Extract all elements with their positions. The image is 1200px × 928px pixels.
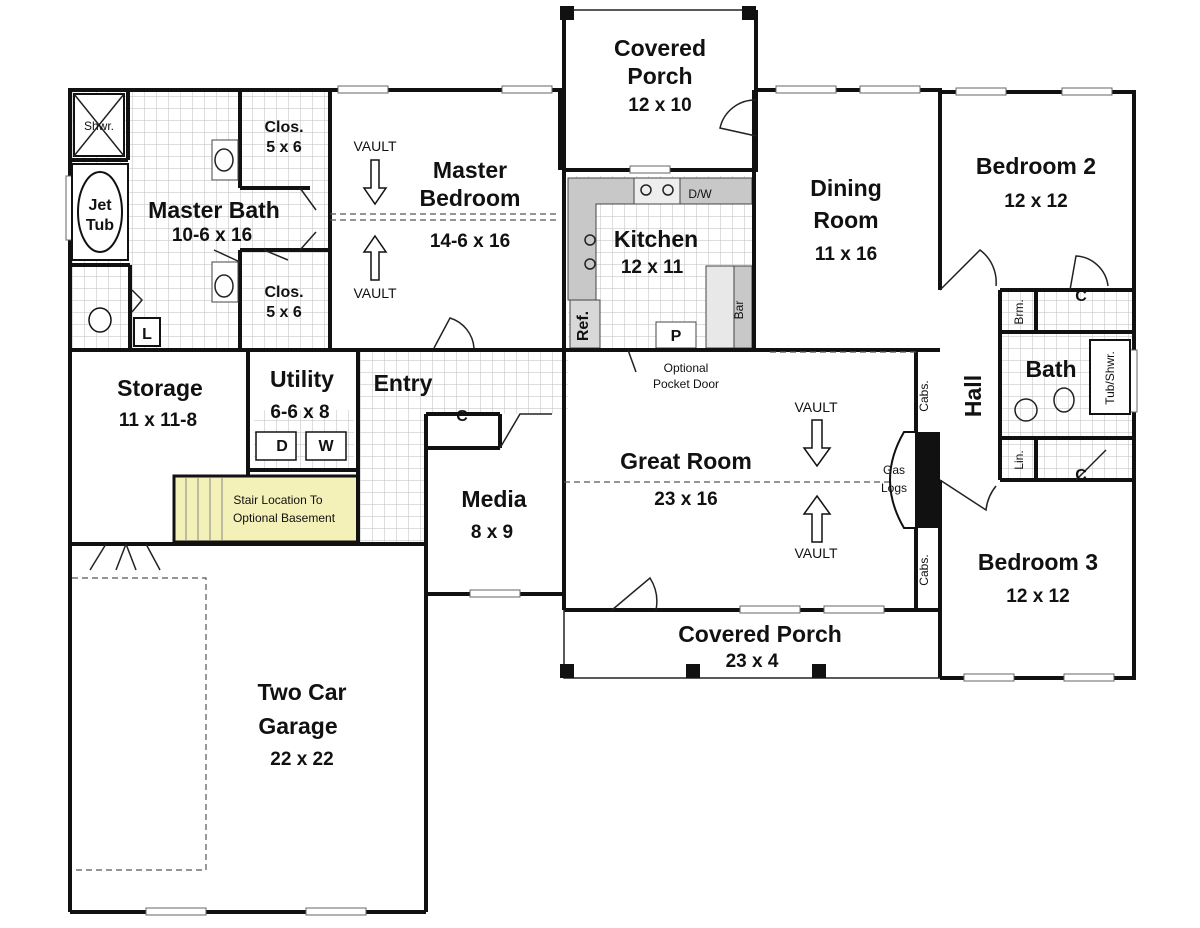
great-room-title: Great Room bbox=[620, 448, 752, 474]
gas-logs-label-1: Gas bbox=[883, 463, 905, 477]
dryer-label: D bbox=[276, 438, 288, 455]
closet-c-entry: C bbox=[456, 408, 468, 425]
entry-title: Entry bbox=[374, 370, 433, 396]
tile-floors bbox=[70, 92, 1132, 544]
master-bath-dims: 10-6 x 16 bbox=[172, 225, 252, 246]
closet-c-b2: C bbox=[1075, 288, 1087, 305]
closet-lower-title: Clos. bbox=[264, 284, 303, 301]
dw-label: D/W bbox=[688, 187, 712, 201]
pocket-door-label-1: Optional bbox=[664, 361, 709, 375]
pantry-label: P bbox=[671, 328, 682, 345]
porch-top-title-1: Covered bbox=[614, 35, 706, 61]
pocket-door-leader bbox=[627, 349, 637, 373]
bath-title: Bath bbox=[1025, 356, 1076, 382]
porch-posts bbox=[560, 6, 826, 678]
media-title: Media bbox=[461, 486, 526, 512]
master-bedroom-title-2: Bedroom bbox=[420, 185, 521, 211]
porch-bottom-dims: 23 x 4 bbox=[726, 651, 779, 672]
storage-dims: 11 x 11-8 bbox=[119, 410, 197, 431]
bar-label: Bar bbox=[732, 301, 746, 320]
ref-label: Ref. bbox=[575, 311, 592, 341]
brm-label: Brm. bbox=[1012, 299, 1026, 324]
kitchen-dims: 12 x 11 bbox=[621, 257, 684, 278]
porch-top-dims: 12 x 10 bbox=[628, 95, 691, 116]
stair-label-1: Stair Location To bbox=[233, 493, 322, 507]
bedroom3-title: Bedroom 3 bbox=[978, 549, 1098, 575]
closet-upper-title: Clos. bbox=[264, 119, 303, 136]
pocket-door-label-2: Pocket Door bbox=[653, 377, 719, 391]
jet-tub-label-2: Tub bbox=[86, 217, 114, 234]
dining-title-1: Dining bbox=[810, 175, 882, 201]
closet-upper-dims: 5 x 6 bbox=[266, 139, 302, 156]
dining-dims: 11 x 16 bbox=[815, 244, 877, 265]
garage-title-1: Two Car bbox=[257, 679, 346, 705]
fireplace bbox=[889, 431, 940, 529]
media-dims: 8 x 9 bbox=[471, 522, 513, 543]
linen-l-label: L bbox=[142, 326, 152, 343]
great-room-dims: 23 x 16 bbox=[654, 489, 717, 510]
utility-dims: 6-6 x 8 bbox=[270, 402, 329, 423]
master-bedroom-dims: 14-6 x 16 bbox=[430, 231, 510, 252]
stair-label-2: Optional Basement bbox=[233, 511, 336, 525]
porch-top-title-2: Porch bbox=[627, 63, 692, 89]
garage-door-outline bbox=[72, 577, 207, 871]
dining-title-2: Room bbox=[813, 207, 878, 233]
utility-title: Utility bbox=[270, 366, 334, 392]
cabs-upper-label: Cabs. bbox=[917, 380, 931, 411]
master-bedroom-title-1: Master bbox=[433, 157, 507, 183]
kitchen-title: Kitchen bbox=[614, 226, 698, 252]
vault-label-master-bottom: VAULT bbox=[353, 285, 396, 301]
stair-treads bbox=[185, 478, 223, 540]
vault-arrows bbox=[362, 159, 832, 543]
gas-logs-label-2: Logs bbox=[881, 481, 907, 495]
tub-shwr-label: Tub/Shwr. bbox=[1103, 351, 1117, 405]
bedroom2-dims: 12 x 12 bbox=[1004, 191, 1067, 212]
vault-label-great-bottom: VAULT bbox=[794, 545, 837, 561]
master-bath-title: Master Bath bbox=[148, 197, 280, 223]
garage-dims: 22 x 22 bbox=[270, 749, 333, 770]
cabs-lower-label: Cabs. bbox=[917, 554, 931, 585]
lin-label: Lin. bbox=[1012, 450, 1026, 469]
jet-tub-label-1: Jet bbox=[88, 197, 112, 214]
bedroom2-title: Bedroom 2 bbox=[976, 153, 1096, 179]
storage-title: Storage bbox=[117, 375, 203, 401]
hall-label: Hall bbox=[960, 375, 986, 417]
bath-fixtures bbox=[71, 93, 1131, 461]
shower-label: Shwr. bbox=[84, 119, 114, 133]
door-swings bbox=[89, 99, 1109, 611]
stair-location bbox=[172, 474, 360, 544]
washer-label: W bbox=[318, 438, 334, 455]
vault-label-master-top: VAULT bbox=[353, 138, 396, 154]
closet-lower-dims: 5 x 6 bbox=[266, 304, 302, 321]
closet-c-b3: C bbox=[1075, 467, 1087, 484]
porch-bottom-title: Covered Porch bbox=[678, 621, 842, 647]
kitchen-counters bbox=[567, 177, 753, 349]
garage-title-2: Garage bbox=[258, 713, 337, 739]
bedroom3-dims: 12 x 12 bbox=[1006, 586, 1069, 607]
vault-label-great-top: VAULT bbox=[794, 399, 837, 415]
